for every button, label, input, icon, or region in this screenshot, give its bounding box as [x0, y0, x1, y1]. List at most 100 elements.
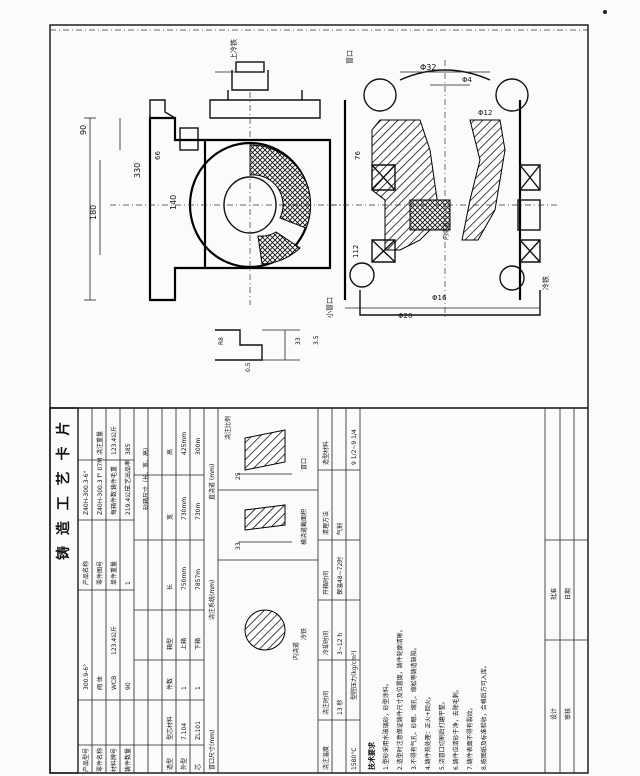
mold-r0-c0: 外型 [180, 758, 188, 770]
label-gate: 内浇道 [442, 222, 450, 240]
gate-sketch-area: 内浇道 33 25 横浇道截面积 冒口 浇注比例 冷铁 [217, 408, 319, 773]
drawing-no-alt: Z40H-300.3 f° 07M [97, 458, 104, 515]
detail-dim-1: R8 [218, 337, 225, 345]
part-name-label: 零件名称 [96, 748, 104, 772]
casting-count-label: 铸件数量 [124, 748, 132, 772]
material-grade-label: 材料牌号 [110, 748, 118, 772]
approve-label: 批准 [550, 588, 558, 600]
pour-weight-label: 浇注重量 [96, 431, 104, 455]
unboxing-value: 保温48~72时 [336, 557, 344, 595]
detail-dim-4: 0.5 [245, 362, 252, 372]
dim-left-low: 76 [354, 151, 362, 160]
header-grid: 产品型号 300.9-6° 零件名称 阀 体 材料牌号 WCB 铸件数量 90 … [77, 408, 150, 773]
cool-label: 冷却时间 [322, 631, 330, 655]
label-top: 上冷铁 [229, 39, 238, 60]
casting-total-label: 铸件毛重 [110, 466, 118, 490]
dim-left-mid: 180 [89, 205, 98, 220]
drawing-no-label: 零件图号 [96, 561, 104, 585]
mold-r0-c2: 1 [181, 686, 188, 690]
pour-temp-label: 浇注温度 [322, 746, 330, 770]
material-grade-value: WCB [111, 676, 118, 690]
note-item: 2.造型时注意保证铸件尺寸及位置度，铸件轮廓清晰。 [396, 626, 404, 770]
dim-right-1: Φ32 [420, 63, 436, 72]
note-item: 7.铸件表面不得有裂纹。 [466, 704, 474, 770]
sprue-section-sketch [244, 609, 286, 651]
sand-value: 9 1/2~9 1/4 [351, 429, 358, 465]
flask-label: 砂箱尺寸（长、宽、高） [142, 444, 150, 510]
date-label: 日期 [564, 588, 572, 600]
clean-value: 气割 [336, 523, 344, 535]
pour-time-label: 浇注时间 [322, 691, 330, 715]
pour-time-value: 13 秒 [336, 699, 344, 715]
mold-r1-c4: 7857m [195, 569, 202, 590]
box-pressure-label: 型腔压力(kg/cm²) [350, 650, 358, 700]
chill-sketch-label: 冷铁 [300, 628, 308, 640]
label-sm-riser: 小冒口 [325, 297, 334, 318]
note-item: 3.不得有气孔、砂眼、缩孔、缩松等铸造缺陷。 [410, 644, 418, 770]
pour-temp-value: 1580°C [351, 748, 358, 770]
process-yield-value: 219.4公斤 [124, 486, 132, 515]
sprue-label: 直浇道 (mm) [208, 464, 216, 500]
note-item: 1.型砂采用水玻璃砂，砂型涂料。 [382, 680, 390, 770]
outer-frame [49, 24, 589, 774]
gate-label: 浇注系统(mm) [208, 580, 216, 620]
mold-h5: 宽 [166, 514, 174, 520]
mold-r0-c4: 750mm [181, 567, 188, 590]
mold-h0: 造型 [166, 758, 174, 770]
clean-label: 清理方法 [322, 511, 330, 535]
riser-section-sketch [244, 429, 286, 471]
mold-r0-c5: 730mm [181, 497, 188, 520]
ingate-label: 内浇道 [292, 642, 300, 660]
sand-label: 造型材料 [322, 441, 330, 465]
dim-bottom-2: Φ16 [432, 294, 447, 302]
cool-value: 3~12 h [337, 633, 344, 655]
mold-r1-c6: 300m [195, 438, 202, 455]
process-yield-label: 工艺出品率 [124, 460, 132, 490]
riser-label: 冒口尺寸(mm) [208, 730, 216, 770]
mold-r1-c5: 730m [195, 503, 202, 520]
gate-ratio-label: 浇注比例 [224, 416, 232, 440]
casting-count-value: 90 [125, 682, 132, 690]
valve-body-drawing: 90 330 180 140 66 Φ32 Φ4 Φ12 Φ20 Φ16 112… [79, 39, 560, 372]
signoff-block: 设计 审核 批准 日期 [544, 408, 588, 773]
dim-left-total: 330 [133, 163, 142, 178]
part-name-value: 阀 体 [96, 676, 104, 690]
mold-r1-c3: 下箱 [194, 638, 202, 650]
mold-r1-c1: ZL101 [195, 721, 202, 740]
note-item: 5.浇冒口切割后打磨平整。 [438, 698, 446, 770]
dim-top-left: 90 [79, 125, 88, 135]
dim-bottom-1: Φ20 [398, 312, 412, 320]
pieces-per-box-value: 1 [125, 581, 132, 585]
mold-r0-c3: 上箱 [180, 638, 188, 650]
notes-heading: 技术要求 [367, 741, 376, 770]
mold-r1-c2: 1 [195, 686, 202, 690]
mold-h6: 高 [166, 449, 174, 455]
casting-total-value: 123.4公斤 [110, 426, 118, 455]
pieces-per-box-label: 每箱件数 [110, 491, 118, 515]
label-bottom: 冷铁 [541, 276, 550, 290]
process-table: 铸 造 工 艺 卡 片 产品型号 300.9-6° 零件名称 阀 体 材料牌号 … [49, 407, 588, 774]
pour-table: 浇注温度 1580°C 浇注时间 13 秒 冷却时间 3~12 h 开箱时间 保… [318, 408, 361, 773]
drawing-no-value: Z40H-300.3-6° [83, 470, 90, 515]
note-item: 4.铸件热处理：正火+回火。 [424, 693, 432, 770]
unboxing-label: 开箱时间 [322, 571, 330, 595]
mold-table: 造型 型芯材料 件数 箱型 长 宽 高 外型 7.104 1 上箱 750mm … [134, 408, 216, 773]
note-item: 8.按图纸及标准验收，合格后方可入库。 [480, 662, 488, 770]
mold-h1: 型芯材料 [166, 716, 174, 740]
dim-right-3: Φ12 [478, 109, 492, 117]
mold-r0-c6: 425mm [181, 432, 188, 455]
single-weight-value: 123.4公斤 [110, 626, 118, 655]
riser-sketch-label: 冒口 [301, 458, 308, 470]
riser-dim: 25 [235, 472, 242, 480]
dim-mid: 140 [169, 195, 178, 210]
product-name-label: 产品名称 [82, 561, 90, 585]
mold-h4: 长 [166, 584, 174, 590]
gate-section-label: 横浇道截面积 [300, 509, 308, 545]
note-item: 6.铸件应清砂干净，去除毛刺。 [452, 686, 460, 770]
mold-h3: 箱型 [166, 638, 174, 650]
dim-right-2: Φ4 [462, 76, 473, 84]
dim-bottom-3: 112 [352, 245, 360, 258]
design-label: 设计 [550, 708, 558, 720]
